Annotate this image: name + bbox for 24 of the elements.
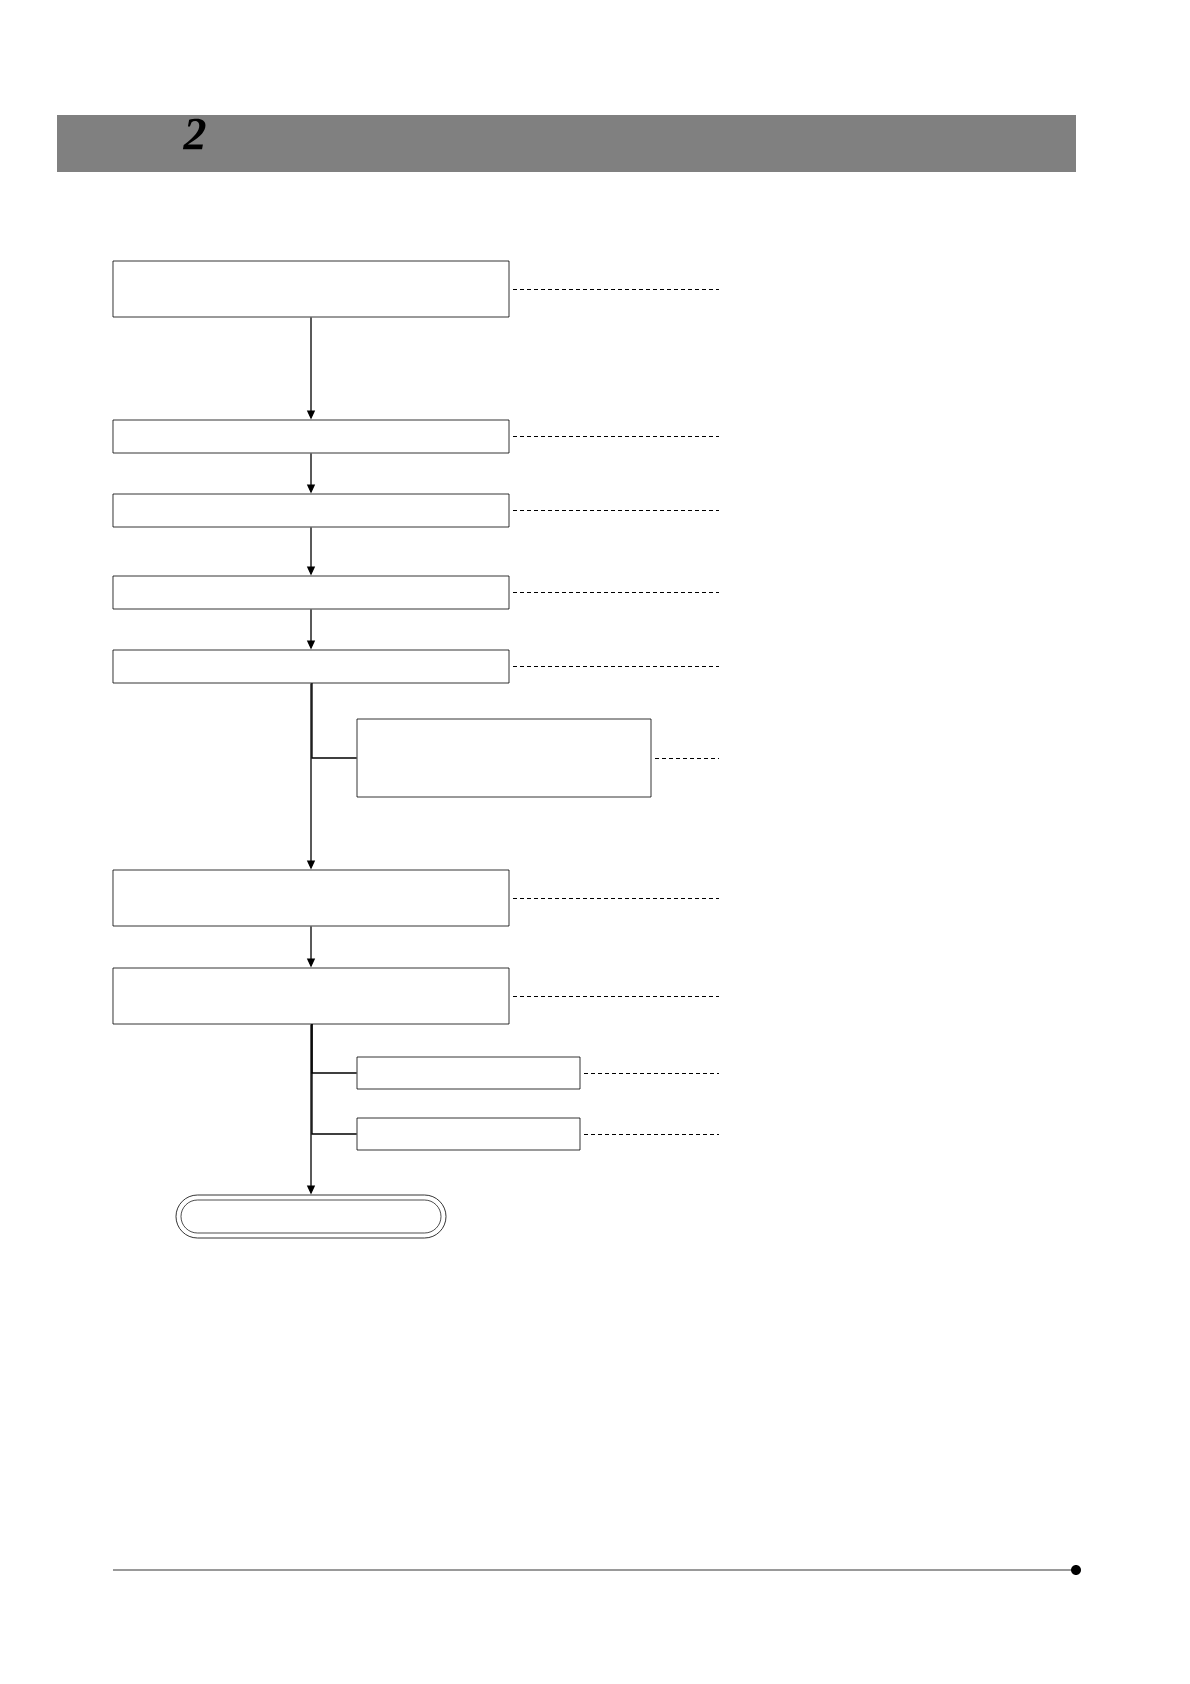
- leader-line: [512, 435, 720, 438]
- process-box: [356, 718, 652, 798]
- leader-line: [512, 288, 720, 291]
- process-box: [356, 1056, 581, 1090]
- branch-line: [311, 1023, 358, 1135]
- leader-line: [512, 897, 720, 900]
- leader-line: [512, 995, 720, 998]
- process-box: [112, 967, 510, 1025]
- process-box: [112, 649, 510, 684]
- leader-line: [512, 665, 720, 668]
- leader-line: [583, 1133, 720, 1136]
- process-box: [112, 419, 510, 454]
- branch-line: [311, 682, 358, 759]
- process-box: [112, 493, 510, 528]
- process-box: [112, 575, 510, 610]
- process-box: [356, 1117, 581, 1151]
- process-box: [112, 869, 510, 927]
- end-terminal: [175, 1194, 447, 1239]
- leader-line: [512, 591, 720, 594]
- leader-line: [654, 757, 720, 760]
- chapter-number: 2: [182, 118, 206, 150]
- leader-line: [512, 509, 720, 512]
- leader-line: [583, 1072, 720, 1075]
- process-box: [112, 260, 510, 318]
